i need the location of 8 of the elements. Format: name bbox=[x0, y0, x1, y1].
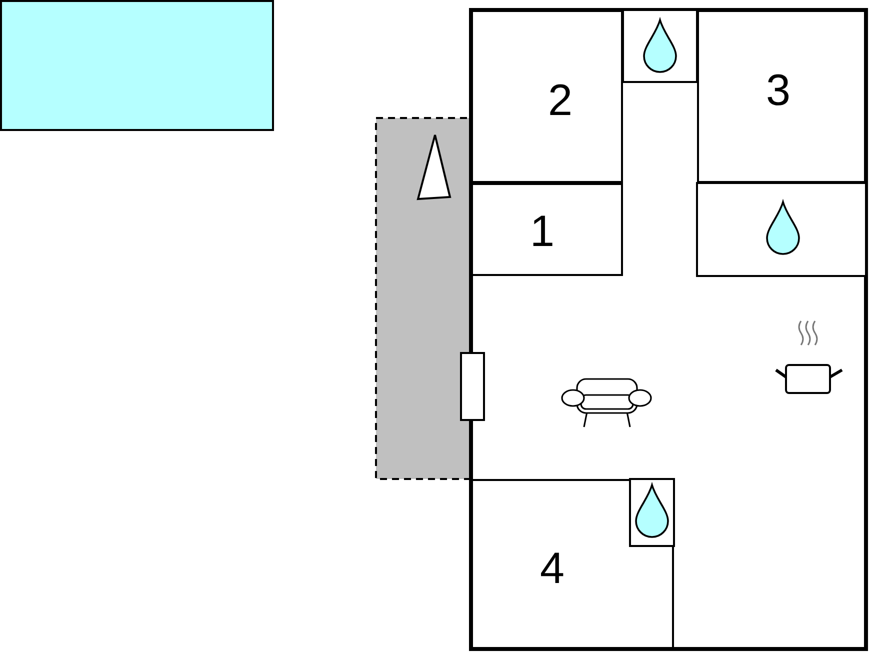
room-number: 3 bbox=[766, 69, 790, 113]
room-number: 4 bbox=[540, 547, 564, 591]
pool bbox=[0, 0, 274, 131]
room-number: 1 bbox=[530, 210, 554, 254]
room bbox=[471, 183, 623, 276]
room bbox=[697, 10, 866, 183]
room bbox=[471, 10, 623, 183]
room-number: 2 bbox=[548, 79, 572, 123]
